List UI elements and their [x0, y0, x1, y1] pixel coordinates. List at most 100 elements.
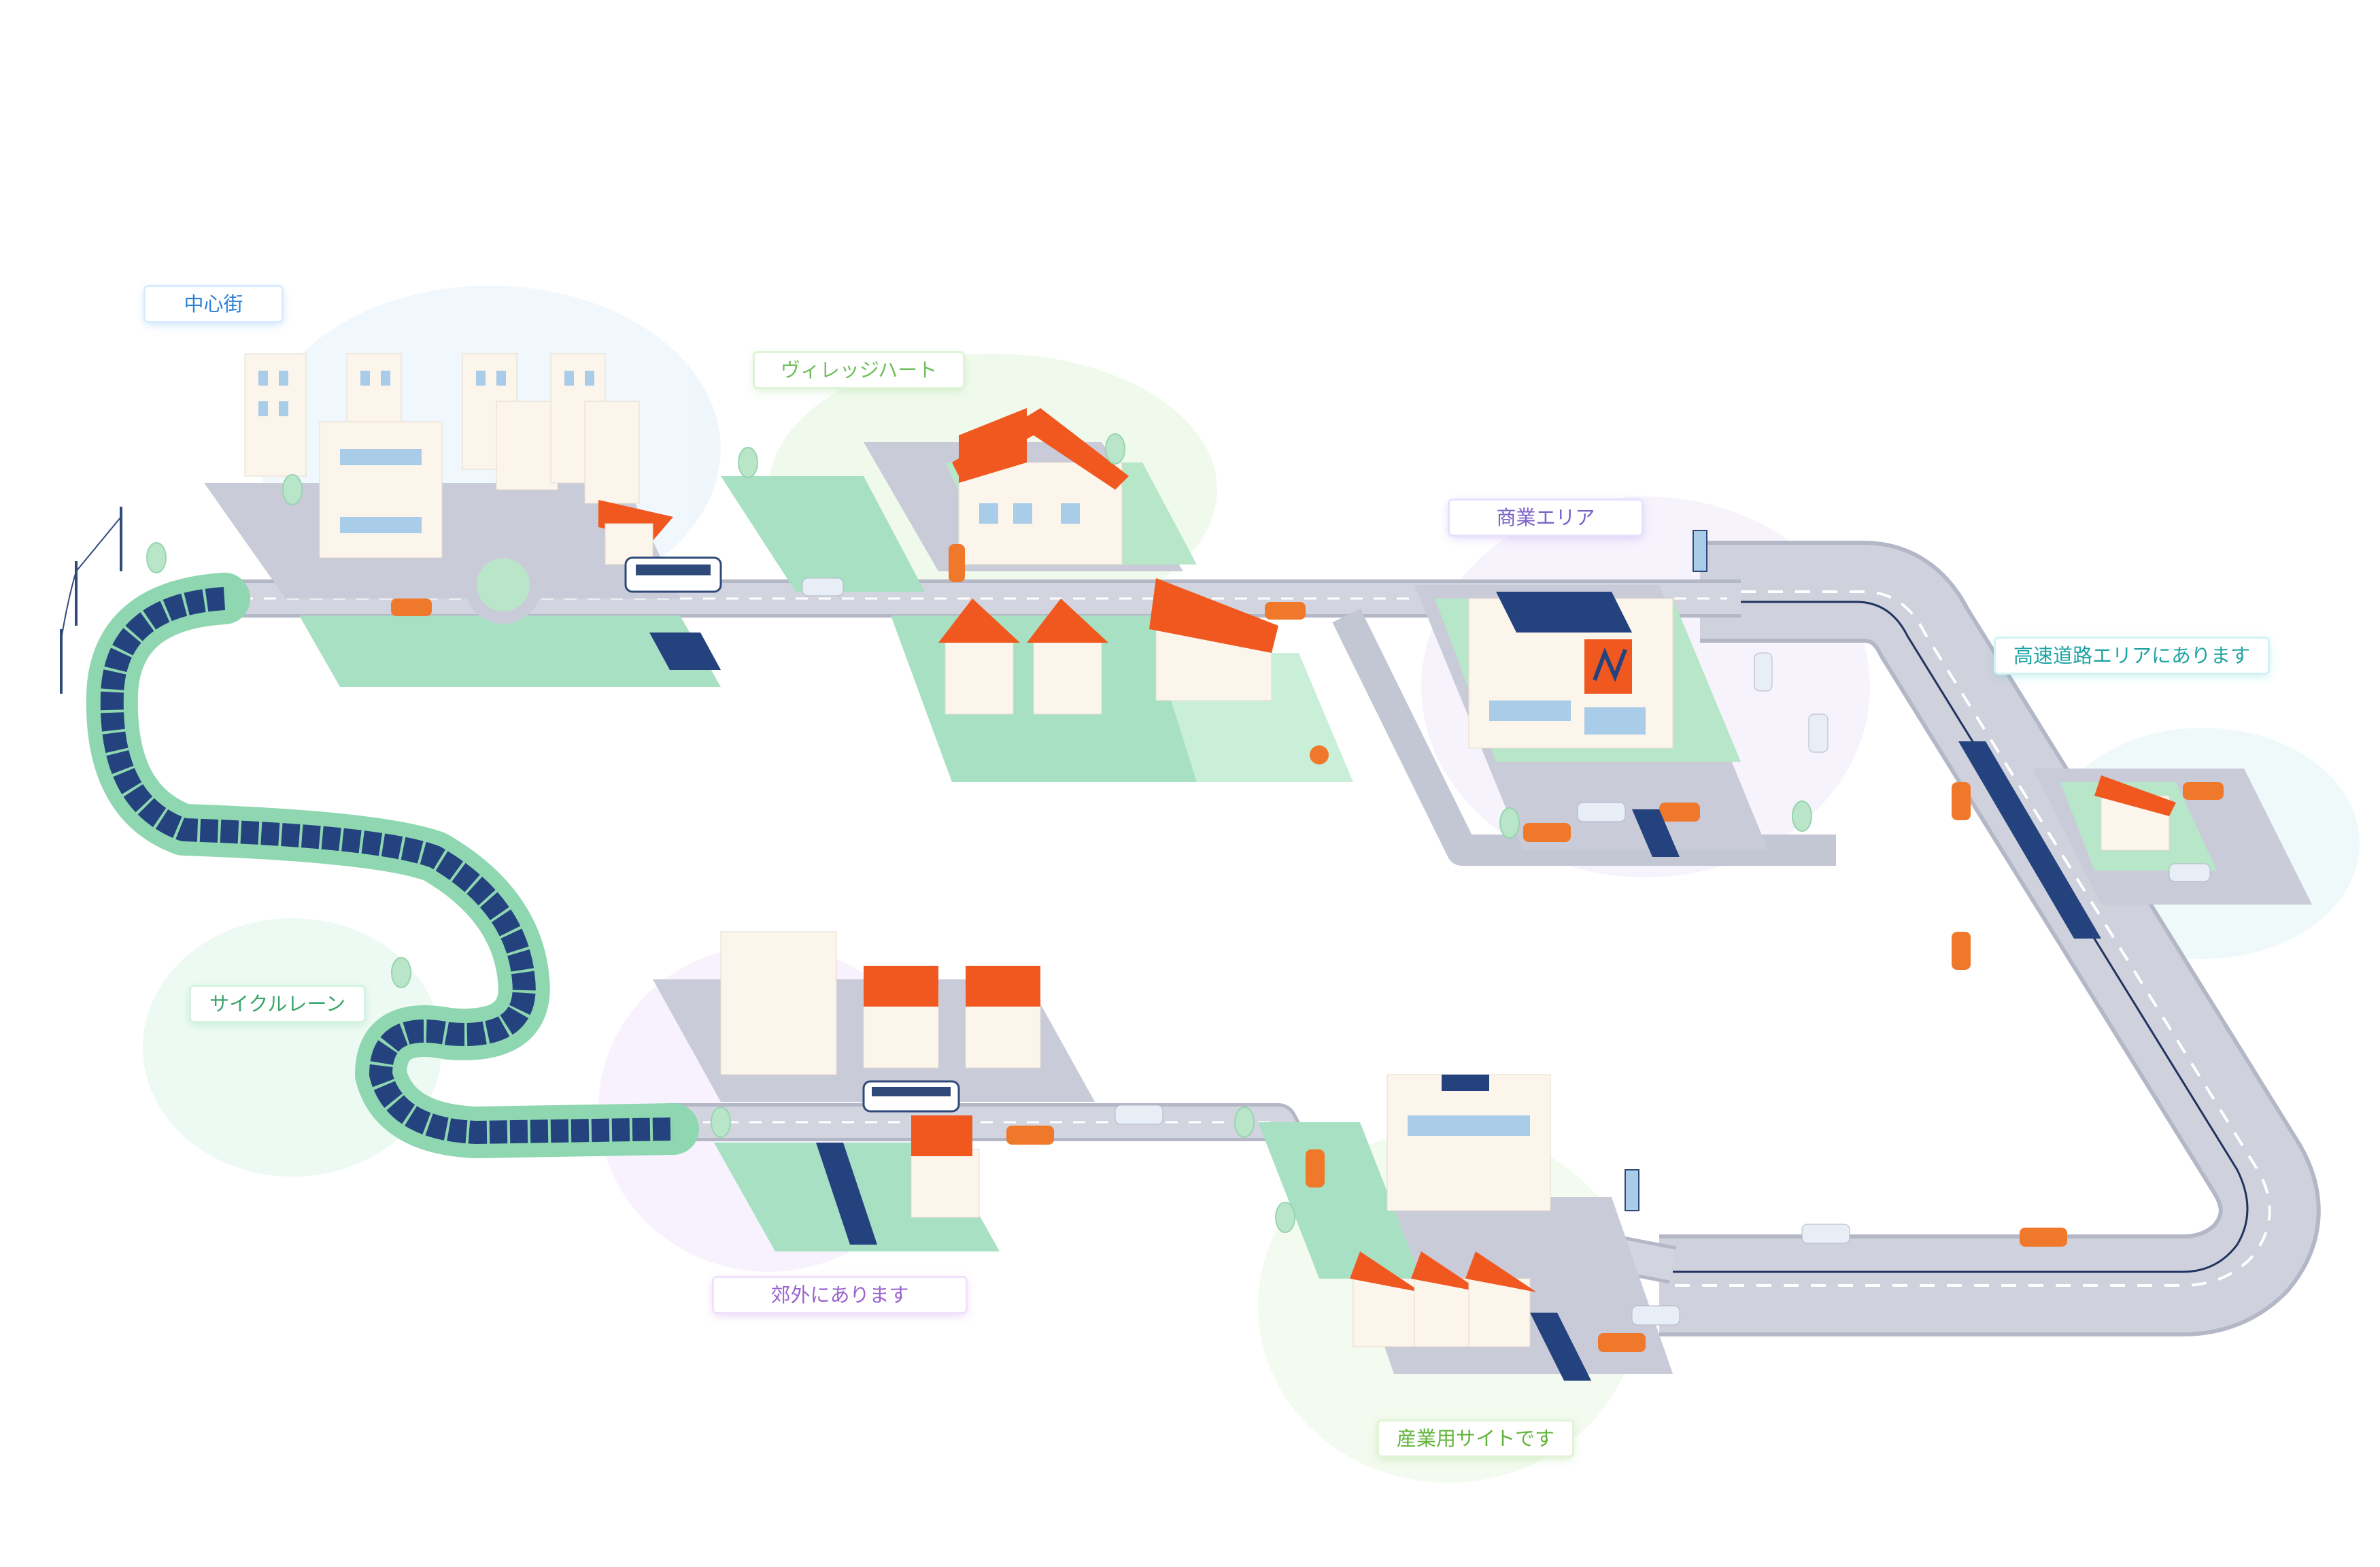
house-1-roof: [938, 599, 1020, 643]
tree: [1105, 433, 1125, 465]
suburb-house-2-roof: [966, 966, 1040, 1007]
zone-label-cycle-lane[interactable]: サイクルレーン: [191, 987, 364, 1021]
city-buildings: [244, 353, 722, 670]
house-3-roof: [1149, 578, 1278, 653]
window-band: [1489, 701, 1571, 721]
car: [2169, 863, 2211, 882]
industrial-window-band: [1408, 1115, 1530, 1136]
car: [1952, 782, 1971, 820]
tree: [738, 447, 758, 478]
window: [496, 371, 506, 386]
suburb-house-1: [863, 999, 939, 1068]
car: [1306, 1149, 1325, 1187]
car: [2020, 1228, 2067, 1247]
cycle-lane-solar: [100, 587, 674, 1144]
suburb-house-1-roof: [864, 966, 938, 1007]
highway-center-line: [1673, 601, 2249, 1273]
zone-label-suburbs[interactable]: 郊外にあります: [714, 1278, 966, 1312]
building-a: [244, 353, 307, 477]
building-g: [584, 401, 640, 504]
power-lines: [61, 516, 122, 640]
road-sign: [1625, 1169, 1639, 1211]
window: [1013, 503, 1032, 524]
tree: [391, 957, 411, 988]
zone-label-highway-area[interactable]: 高速道路エリアにあります: [1996, 639, 2268, 673]
tree: [1234, 1107, 1255, 1138]
brand-logo-panel: [1584, 639, 1632, 694]
building-c: [319, 421, 443, 558]
rest-stop-roof: [2094, 775, 2176, 816]
solar-lane: [1958, 741, 2101, 939]
solar-parking: [816, 1143, 877, 1245]
road-signs: [1625, 530, 1707, 1211]
car: [1754, 652, 1773, 692]
highway-lane-mark: [1673, 590, 2271, 1287]
village-hall-roof: [952, 408, 1129, 490]
window: [258, 371, 268, 386]
village-houses-block: [891, 578, 1353, 782]
village-heart-block: [721, 408, 1197, 596]
car: [802, 577, 844, 596]
playground-toy: [1310, 745, 1329, 764]
car: [1006, 1126, 1054, 1145]
tree: [282, 474, 303, 505]
city-center-plaza: [299, 616, 721, 687]
commercial-block: [1414, 585, 1773, 857]
warehouse-1: [1353, 1278, 1415, 1347]
solar-parking: [649, 633, 721, 670]
house-1: [945, 639, 1014, 715]
car: [1659, 803, 1700, 822]
car: [1577, 802, 1626, 822]
village-windows: [979, 503, 1080, 524]
warehouse-1-roof: [1350, 1251, 1421, 1292]
tree: [146, 542, 167, 573]
brand-logo-mark: [1593, 647, 1627, 683]
utility-poles: [60, 507, 122, 694]
window: [360, 371, 370, 386]
car: [391, 599, 432, 616]
tree: [1499, 807, 1520, 839]
window: [585, 371, 594, 386]
solar-parking: [1632, 809, 1680, 857]
window: [1061, 503, 1080, 524]
warehouse-2: [1414, 1278, 1476, 1347]
car: [1952, 932, 1971, 970]
window: [279, 371, 288, 386]
tree: [1275, 1202, 1295, 1233]
solar-parking: [1530, 1313, 1591, 1381]
industrial-office: [1387, 1074, 1551, 1211]
window: [279, 401, 288, 416]
tree: [1792, 801, 1812, 832]
suburbs-block: [653, 931, 1163, 1251]
village-park: [721, 476, 925, 592]
highway-loop: [1659, 541, 2321, 1336]
roundabout: [464, 546, 542, 624]
window-band: [340, 449, 422, 465]
zone-label-city-center[interactable]: 中心街: [146, 287, 282, 321]
suburb-house-2: [965, 999, 1041, 1068]
road-sign: [1693, 530, 1707, 572]
zone-label-village-heart[interactable]: ヴィレッジハート: [755, 353, 963, 387]
commercial-windows: [1489, 701, 1646, 735]
window-band: [340, 517, 422, 533]
car: [1598, 1333, 1646, 1352]
commercial-solar-roof: [1496, 592, 1632, 633]
halo-cycle-lane: [143, 918, 442, 1177]
cycle-lane-path: [86, 573, 699, 1158]
suburb-house-3: [911, 1149, 980, 1218]
tree: [711, 1107, 731, 1138]
zone-label-commercial-area[interactable]: 商業エリア: [1450, 501, 1642, 535]
industrial-green: [1258, 1122, 1421, 1279]
car: [949, 544, 965, 582]
zone-label-industrial-site[interactable]: 産業用サイトです: [1379, 1421, 1573, 1455]
bus-windows: [636, 565, 711, 575]
window: [476, 371, 486, 386]
building-e: [496, 401, 558, 490]
village-hall-roof-side: [959, 408, 1027, 483]
city-center-block: [204, 353, 722, 687]
trees: [146, 433, 1812, 1233]
industrial-block: [1258, 1074, 2067, 1381]
warehouse-2-roof: [1411, 1251, 1482, 1292]
window: [381, 371, 390, 386]
